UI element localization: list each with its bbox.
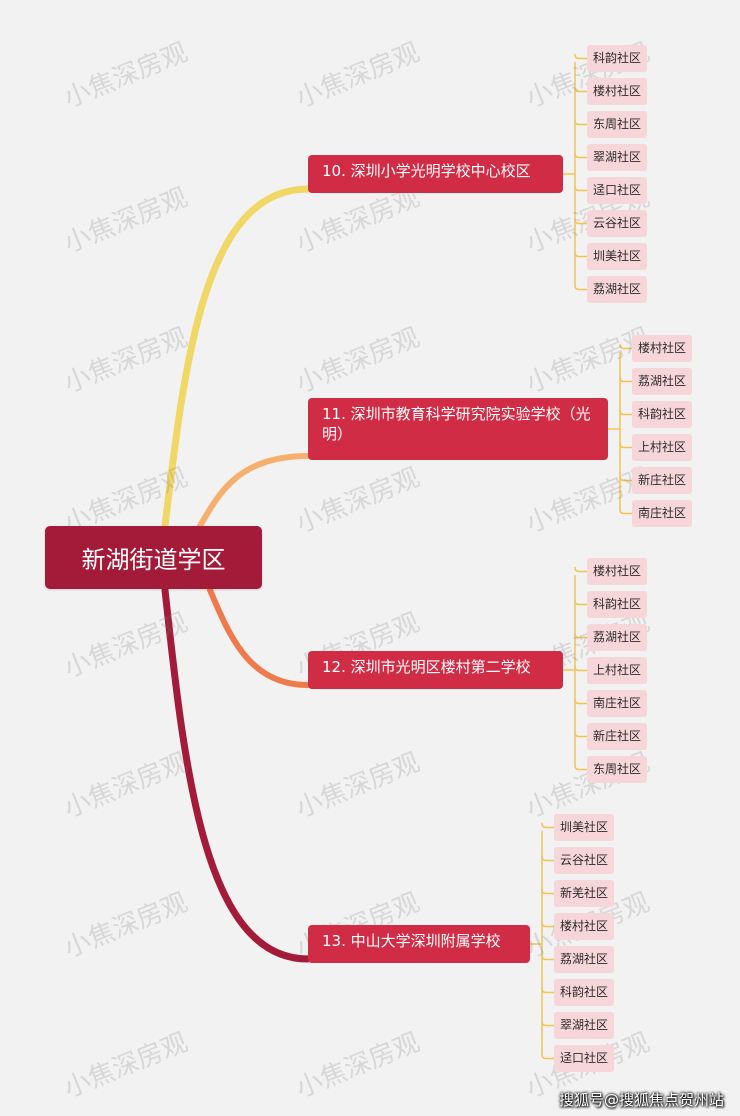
leaf-line: [574, 665, 588, 672]
leaf-line: [541, 1020, 555, 1027]
leaf-line: [619, 343, 633, 350]
leaf-line: [541, 822, 555, 829]
leaf-line: [619, 508, 633, 515]
leaf-line: [574, 284, 588, 291]
leaf-line: [541, 888, 555, 895]
branch-line-12: [207, 587, 311, 688]
branch-line-10: [161, 185, 312, 530]
leaf-line: [619, 475, 633, 482]
leaf-line: [574, 152, 588, 159]
community-chip: 楼村社区: [587, 78, 648, 105]
community-chip: 上村社区: [632, 434, 693, 461]
leaf-line: [574, 218, 588, 225]
school-node-10: 10. 深圳小学光明学校中心校区: [308, 155, 563, 193]
leaf-line: [574, 185, 588, 192]
community-chip: 上村社区: [587, 657, 648, 684]
community-chip: 科韵社区: [632, 401, 693, 428]
community-chip: 南庄社区: [632, 500, 693, 527]
community-chip: 楼村社区: [587, 558, 648, 585]
community-chip: 翠湖社区: [587, 144, 648, 171]
leaf-line: [574, 566, 588, 573]
community-chip: 迳口社区: [554, 1045, 615, 1072]
community-chip: 新羌社区: [554, 880, 615, 907]
community-chip: 荔湖社区: [632, 368, 693, 395]
community-chip: 南庄社区: [587, 690, 648, 717]
leaf-line: [541, 921, 555, 928]
school-node-13: 13. 中山大学深圳附属学校: [308, 925, 530, 963]
community-chip: 荔湖社区: [587, 624, 648, 651]
leaf-line: [541, 987, 555, 994]
leaf-line: [541, 1053, 555, 1060]
leaf-line: [574, 119, 588, 126]
school-node-12: 12. 深圳市光明区楼村第二学校: [308, 651, 563, 689]
leaf-line: [574, 698, 588, 705]
leaf-line: [574, 764, 588, 771]
leaf-line: [619, 376, 633, 383]
leaf-line: [574, 53, 588, 60]
community-chip: 东周社区: [587, 756, 648, 783]
community-chip: 科韵社区: [554, 979, 615, 1006]
community-chip: 迳口社区: [587, 177, 648, 204]
leaf-line: [574, 599, 588, 606]
community-chip: 云谷社区: [587, 210, 648, 237]
community-chip: 圳美社区: [554, 814, 615, 841]
community-chip: 荔湖社区: [554, 946, 615, 973]
community-chip: 新庄社区: [587, 723, 648, 750]
community-chip: 楼村社区: [632, 335, 693, 362]
leaf-line: [541, 954, 555, 961]
root-node: 新湖街道学区: [45, 526, 262, 589]
community-chip: 荔湖社区: [587, 276, 648, 303]
source-credit: 搜狐号@搜狐焦点贺州站: [558, 1091, 724, 1109]
community-chip: 翠湖社区: [554, 1012, 615, 1039]
leaf-line: [541, 855, 555, 862]
leaf-line: [574, 632, 588, 639]
leaf-line: [574, 731, 588, 738]
school-node-11: 11. 深圳市教育科学研究院实验学校（光明）: [308, 398, 608, 460]
leaf-line: [574, 251, 588, 258]
community-chip: 楼村社区: [554, 913, 615, 940]
community-chip: 科韵社区: [587, 591, 648, 618]
community-chip: 圳美社区: [587, 243, 648, 270]
leaf-line: [574, 86, 588, 93]
branch-line-11: [197, 453, 311, 529]
community-chip: 东周社区: [587, 111, 648, 138]
community-chip: 云谷社区: [554, 847, 615, 874]
leaf-line: [619, 409, 633, 416]
branch-line-13: [161, 586, 312, 963]
community-chip: 科韵社区: [587, 45, 648, 72]
community-chip: 新庄社区: [632, 467, 693, 494]
leaf-line: [619, 442, 633, 449]
